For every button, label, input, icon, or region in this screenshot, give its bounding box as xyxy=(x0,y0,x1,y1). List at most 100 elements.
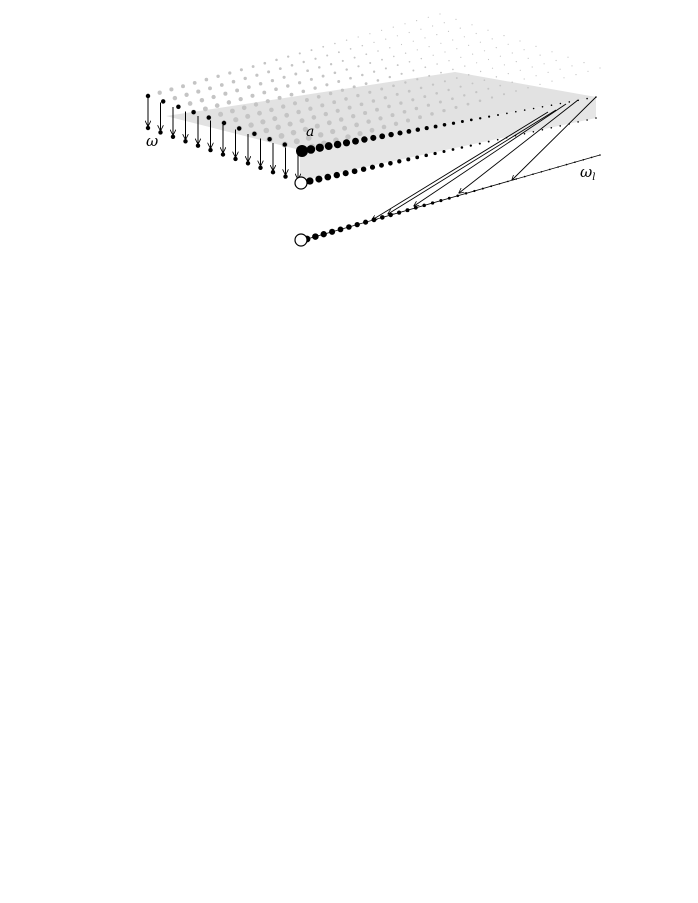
gray-lattice-point xyxy=(218,111,224,117)
gray-lattice-point xyxy=(270,78,275,83)
front-row-point xyxy=(488,115,491,118)
gray-lattice-point xyxy=(424,37,426,39)
point-a xyxy=(296,145,308,157)
gray-lattice-point xyxy=(487,58,490,61)
gray-lattice-point xyxy=(320,103,325,108)
gray-lattice-point xyxy=(418,115,422,120)
gray-lattice-point xyxy=(388,75,391,79)
gray-lattice-point xyxy=(157,90,162,95)
gray-lattice-point xyxy=(351,114,356,119)
gray-lattice-point xyxy=(438,100,442,104)
gray-lattice-point xyxy=(404,81,407,84)
gray-lattice-point xyxy=(483,50,486,52)
gray-lattice-point xyxy=(329,63,333,66)
gray-lattice-point xyxy=(257,110,262,116)
gray-lattice-point xyxy=(361,44,364,47)
gray-lattice-point xyxy=(539,54,541,56)
gray-lattice-point xyxy=(420,28,422,30)
gray-lattice-point xyxy=(333,71,337,75)
gray-lattice-point xyxy=(543,63,545,65)
gray-lattice-point xyxy=(349,76,352,80)
gray-lattice-point xyxy=(369,33,371,35)
gray-lattice-point xyxy=(304,98,309,102)
gray-lattice-point xyxy=(181,84,185,89)
gray-lattice-point xyxy=(471,24,473,26)
projected-point xyxy=(208,147,213,153)
gray-lattice-point xyxy=(487,29,489,31)
gray-lattice-point xyxy=(275,58,278,62)
gray-lattice-point xyxy=(368,90,372,94)
projected-row-point xyxy=(406,157,411,162)
gray-lattice-point xyxy=(475,32,477,35)
gray-lattice-point xyxy=(326,54,329,57)
gray-lattice-point xyxy=(507,73,509,75)
gray-lattice-point xyxy=(599,67,601,69)
gray-lattice-point xyxy=(539,83,541,86)
gray-lattice-point xyxy=(402,109,407,114)
gray-lattice-point xyxy=(199,97,205,103)
front-row-point xyxy=(550,104,553,106)
gray-lattice-point xyxy=(192,81,197,85)
front-row-point xyxy=(361,136,368,143)
gray-lattice-point xyxy=(420,57,423,60)
projected-row-point xyxy=(577,121,579,123)
row-start-point xyxy=(267,137,272,142)
front-row-point xyxy=(497,114,499,116)
gray-lattice-point xyxy=(334,42,336,45)
front-row-point xyxy=(315,143,324,152)
gray-lattice-point xyxy=(299,118,305,124)
gray-lattice-point xyxy=(245,113,251,119)
gray-lattice-point xyxy=(390,113,395,118)
gray-lattice-point xyxy=(452,68,454,71)
front-row-point xyxy=(397,130,403,136)
gray-lattice-point xyxy=(325,83,329,87)
gray-lattice-point xyxy=(341,59,344,62)
gray-lattice-point xyxy=(428,46,430,48)
gray-lattice-point xyxy=(447,88,450,92)
gray-lattice-point xyxy=(475,90,478,94)
gray-lattice-point xyxy=(263,127,270,134)
gray-lattice-point xyxy=(345,68,348,71)
gray-lattice-point xyxy=(326,120,332,126)
gray-lattice-point xyxy=(460,56,462,59)
projected-row-point xyxy=(559,125,561,127)
gray-lattice-point xyxy=(387,104,391,109)
gray-lattice-point xyxy=(519,40,521,42)
bottom-row-point xyxy=(481,187,484,190)
gray-lattice-point xyxy=(392,26,394,28)
gray-lattice-point xyxy=(305,135,312,141)
gray-lattice-point xyxy=(452,39,454,41)
gray-lattice-point xyxy=(555,59,557,62)
projected-point xyxy=(145,125,151,131)
gray-lattice-point xyxy=(298,52,301,55)
gray-lattice-point xyxy=(349,48,352,50)
gray-lattice-point xyxy=(229,108,235,114)
gray-lattice-point xyxy=(184,92,189,97)
gray-lattice-point xyxy=(392,84,395,88)
gray-lattice-point xyxy=(187,101,193,106)
front-row-point xyxy=(352,137,359,145)
gray-lattice-point xyxy=(547,71,549,73)
gray-lattice-point xyxy=(359,102,364,107)
gray-lattice-point xyxy=(269,107,274,113)
label-omega-l-main: ω xyxy=(580,163,592,181)
gray-lattice-point xyxy=(310,49,313,52)
gray-lattice-point xyxy=(322,45,325,48)
gray-lattice-point xyxy=(228,71,232,75)
gray-lattice-point xyxy=(332,100,337,105)
gray-lattice-point xyxy=(364,82,368,86)
projected-row-point xyxy=(424,153,428,158)
gray-lattice-point xyxy=(262,90,267,95)
gray-lattice-point xyxy=(515,61,517,63)
row-start-point xyxy=(252,131,257,136)
gray-lattice-point xyxy=(286,84,290,88)
gray-lattice-point xyxy=(238,96,243,102)
gray-lattice-point xyxy=(282,75,286,79)
gray-lattice-point xyxy=(247,85,251,89)
gray-lattice-point xyxy=(442,108,446,113)
diagonal-projection-arrow xyxy=(372,111,549,220)
gray-lattice-point xyxy=(414,106,419,111)
gray-lattice-point xyxy=(375,107,379,112)
shaded-strip xyxy=(300,97,596,181)
gray-lattice-point xyxy=(400,72,403,75)
